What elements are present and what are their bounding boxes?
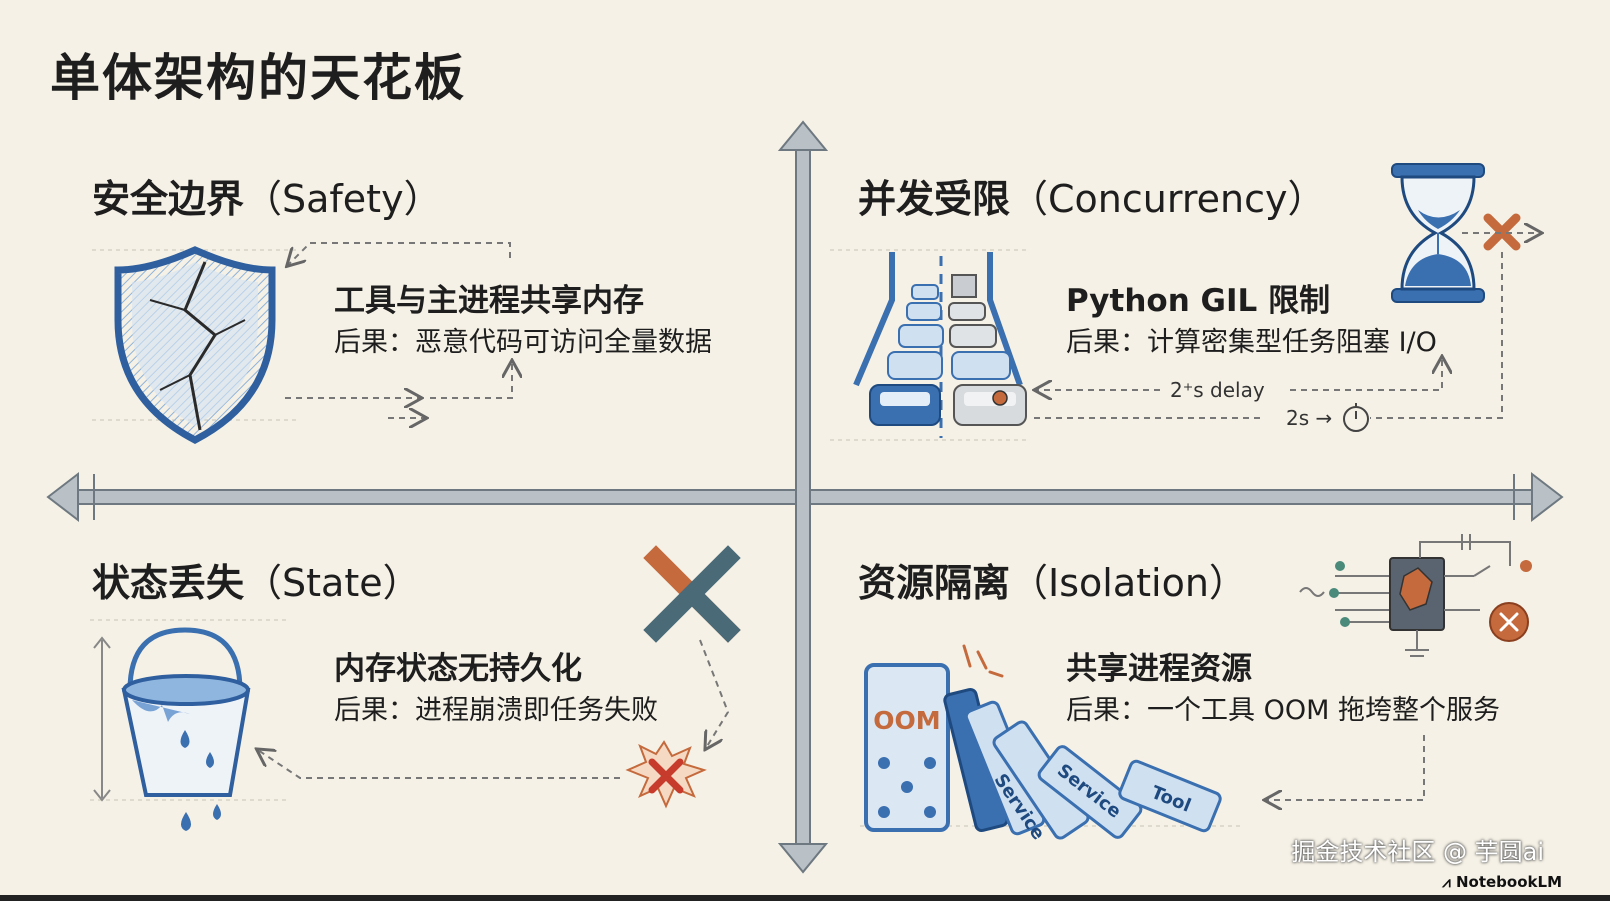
safety-title-en: （Safety）	[244, 177, 442, 221]
domino-oom-label: OOM	[873, 706, 941, 735]
safety-consequence: 后果：恶意代码可访问全量数据	[334, 327, 712, 358]
safety-title: 安全边界（Safety）	[92, 168, 442, 223]
concurrency-consequence: 后果：计算密集型任务阻塞 I/O	[1066, 327, 1437, 358]
concurrency-title-cn: 并发受限	[858, 177, 1011, 221]
state-title-en: （State）	[244, 561, 421, 605]
state-dashed-connectors	[258, 639, 730, 779]
isolation-dashed-connectors	[1266, 735, 1425, 800]
notebooklm-brand: ⩘ NotebookLM	[1442, 873, 1562, 891]
brand-label: NotebookLM	[1455, 873, 1562, 891]
delay-label: 2⁺s delay	[1166, 378, 1269, 402]
leaking-bucket-icon	[90, 619, 290, 831]
page-title: 单体架构的天花板	[50, 49, 466, 107]
broken-chip-icon	[1299, 534, 1532, 657]
safety-heading: 工具与主进程共享内存	[334, 283, 644, 319]
concurrency-dashed-connectors	[1034, 233, 1540, 419]
concurrency-heading: Python GIL 限制	[1066, 283, 1331, 319]
isolation-title: 资源隔离（Isolation）	[858, 552, 1247, 607]
state-consequence: 后果：进程崩溃即任务失败	[334, 695, 658, 726]
safety-dashed-connectors	[285, 242, 512, 418]
isolation-title-cn: 资源隔离	[858, 561, 1011, 605]
traffic-jam-icon	[830, 249, 1030, 441]
isolation-consequence: 后果：一个工具 OOM 拖垮整个服务	[1066, 695, 1500, 726]
isolation-title-en: （Isolation）	[1010, 561, 1247, 605]
cracked-shield-icon	[92, 246, 300, 444]
vertical-axis	[777, 120, 829, 874]
isolation-heading: 共享进程资源	[1066, 651, 1252, 687]
concurrency-title-en: （Concurrency）	[1010, 177, 1326, 221]
state-title: 状态丢失（State）	[92, 552, 421, 607]
bottom-bar	[0, 895, 1610, 901]
concurrency-title: 并发受限（Concurrency）	[858, 168, 1325, 223]
notebooklm-logo-icon: ⩘	[1442, 873, 1456, 891]
state-heading: 内存状态无持久化	[334, 651, 582, 687]
stopwatch-icon	[1343, 403, 1369, 432]
timer-label: 2s →	[1282, 406, 1337, 430]
hourglass-icon	[1391, 163, 1485, 303]
concurrency-cross-icon	[1483, 213, 1521, 251]
falling-dominoes-icon	[860, 644, 1240, 840]
crash-burst-icon	[625, 740, 707, 809]
state-big-cross-icon	[643, 545, 741, 643]
safety-title-cn: 安全边界	[92, 177, 245, 221]
state-title-cn: 状态丢失	[92, 561, 245, 605]
watermark: 掘金技术社区 @ 芋圆ai	[1291, 838, 1544, 866]
